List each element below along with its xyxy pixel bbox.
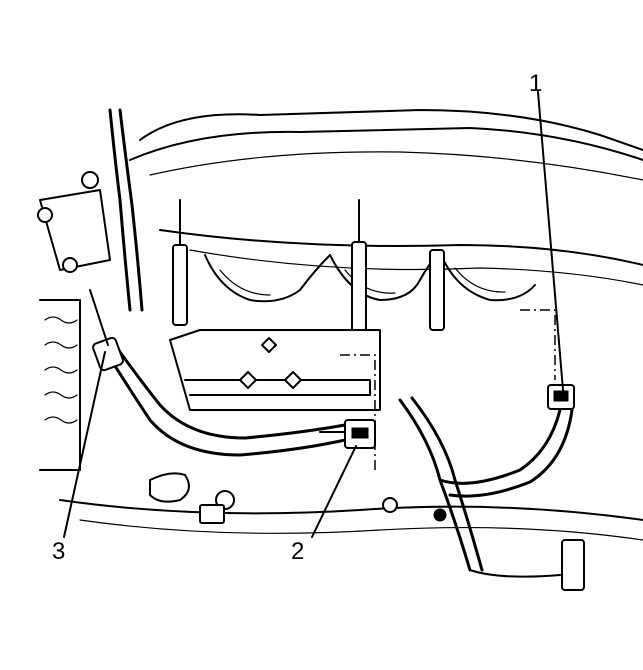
leader-line-2 <box>311 445 357 538</box>
callout-1: 1 <box>529 70 543 97</box>
connector-center <box>319 419 376 449</box>
intake-runners <box>204 251 536 303</box>
routing-path <box>340 309 556 470</box>
wiring-harness-right <box>398 396 585 591</box>
leader-line-3 <box>63 351 106 538</box>
callout-3: 3 <box>52 538 66 565</box>
connector-right <box>547 384 575 410</box>
harness-clip-left <box>89 289 124 372</box>
callout-2: 2 <box>291 538 305 565</box>
fuel-injectors <box>172 199 445 333</box>
wiring-harness-left <box>103 108 347 503</box>
lower-block <box>59 490 643 541</box>
harness-bracket <box>169 329 381 411</box>
leader-line-1 <box>537 91 564 391</box>
left-side-components <box>37 171 111 471</box>
leader-lines <box>63 91 564 538</box>
